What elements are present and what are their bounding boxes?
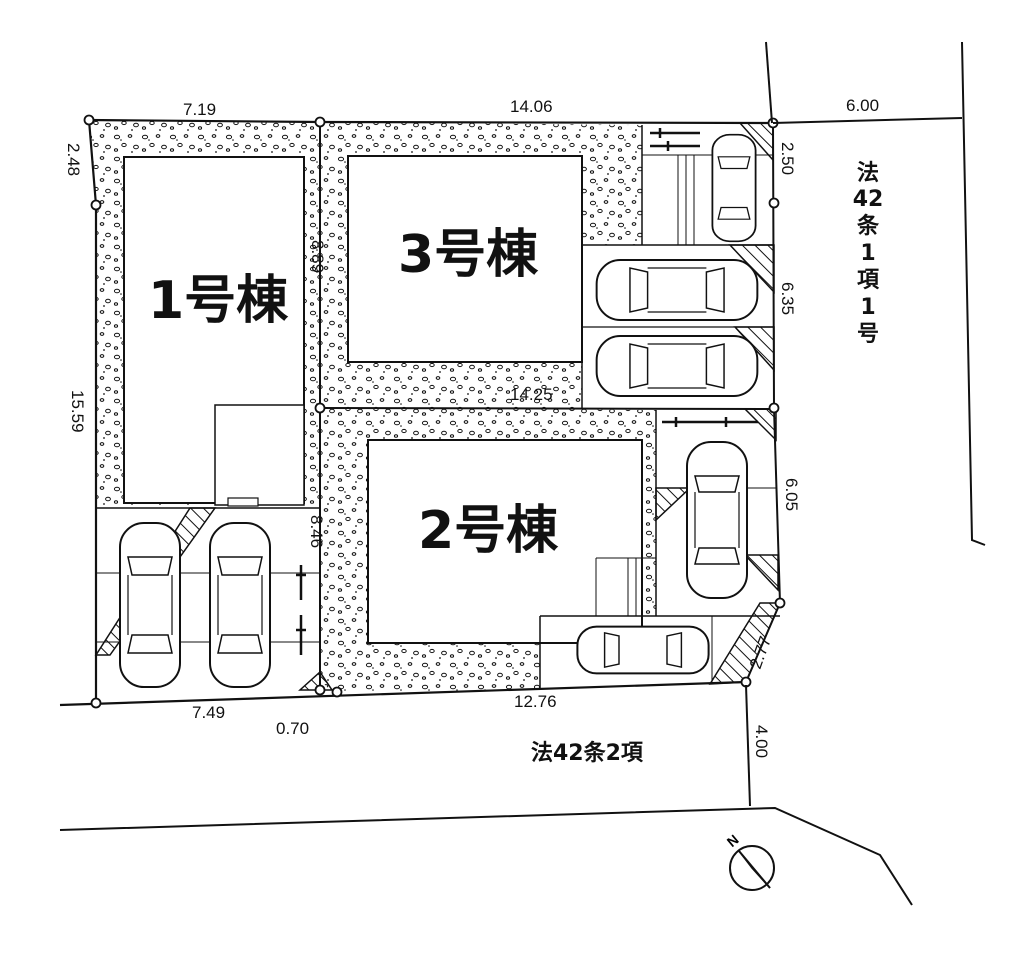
car <box>209 522 271 688</box>
dim-top-mid: 14.06 <box>510 97 553 116</box>
car <box>595 335 759 397</box>
east-road-label-part: 法 <box>857 161 879 186</box>
north-compass-icon: N <box>724 831 775 891</box>
car <box>576 625 710 675</box>
dim-mid-upper: 8.89 <box>308 240 327 273</box>
dim-top-road: 6.00 <box>846 96 879 115</box>
dim-top-left: 7.19 <box>183 100 216 119</box>
dim-between-3-2: 14.25 <box>510 385 553 404</box>
car <box>119 522 181 688</box>
building-1-label: 1号棟 <box>148 271 289 331</box>
dim-right-a: 2.50 <box>778 142 797 175</box>
dim-left-corner: 2.48 <box>64 143 83 176</box>
dim-right-c: 6.05 <box>782 478 801 511</box>
road-lines <box>59 41 986 906</box>
dim-bottom-mid: 12.76 <box>514 692 557 711</box>
dim-bottom-left: 7.49 <box>192 703 225 722</box>
east-road-label: 法 42 条 1 項 1 号 <box>853 161 884 347</box>
east-road-label-part: 号 <box>857 322 879 347</box>
dim-mid-lower: 8.46 <box>307 515 326 548</box>
building-footprints <box>123 155 643 644</box>
building-2-footprint <box>367 439 643 644</box>
building-3-label: 3号棟 <box>398 225 539 285</box>
compass-letter: N <box>724 831 742 850</box>
east-road-label-part: 項 <box>857 268 880 293</box>
bicycle-icon <box>296 128 758 655</box>
lot-corner-markers <box>83 114 786 709</box>
building-2-label: 2号棟 <box>418 501 559 561</box>
east-road-label-part: 42 <box>853 187 884 212</box>
south-road-label: 法42条2項 <box>531 740 644 766</box>
car <box>595 259 759 321</box>
building-3-footprint <box>347 155 583 363</box>
east-road-label-part: 条 <box>856 213 880 239</box>
car <box>711 133 757 243</box>
east-road-label-part: 1 <box>860 241 875 266</box>
dim-left-side: 15.59 <box>68 390 87 433</box>
dim-bottom-small: 0.70 <box>276 719 309 738</box>
east-road-label-part: 1 <box>860 295 875 320</box>
dim-road-width-south: 4.00 <box>752 725 771 758</box>
dim-right-b: 6.35 <box>778 282 797 315</box>
car <box>686 441 748 599</box>
